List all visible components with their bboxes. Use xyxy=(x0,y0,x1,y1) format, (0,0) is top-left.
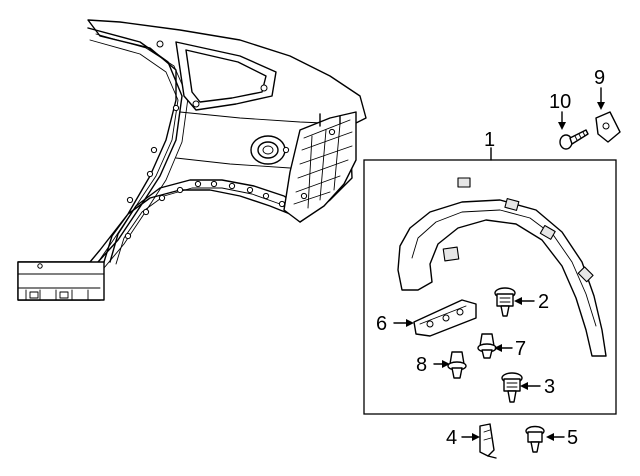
callout-7: 7 xyxy=(515,338,526,360)
callout-10: 10 xyxy=(549,91,571,113)
wheel-opening-molding xyxy=(397,199,607,357)
assembly-box xyxy=(363,159,617,415)
push-clip-5 xyxy=(525,425,545,453)
quarter-panel xyxy=(17,19,367,301)
callout-3: 3 xyxy=(544,376,555,398)
push-clip-2 xyxy=(494,287,516,317)
bracket-nut-9 xyxy=(595,111,621,143)
retainer-tabs xyxy=(457,177,594,283)
push-clip-3 xyxy=(501,372,523,403)
clip-8 xyxy=(447,351,467,379)
clip-7 xyxy=(477,333,497,359)
callout-8: 8 xyxy=(416,354,427,376)
callout-2: 2 xyxy=(538,291,549,313)
clip-4 xyxy=(479,423,497,459)
callout-5: 5 xyxy=(567,427,578,449)
callout-6: 6 xyxy=(376,313,387,335)
callout-1: 1 xyxy=(484,129,495,151)
screw-10 xyxy=(559,129,589,150)
leader-lines xyxy=(393,87,605,441)
bracket xyxy=(413,299,477,337)
callout-4: 4 xyxy=(446,427,457,449)
callout-9: 9 xyxy=(594,67,605,89)
